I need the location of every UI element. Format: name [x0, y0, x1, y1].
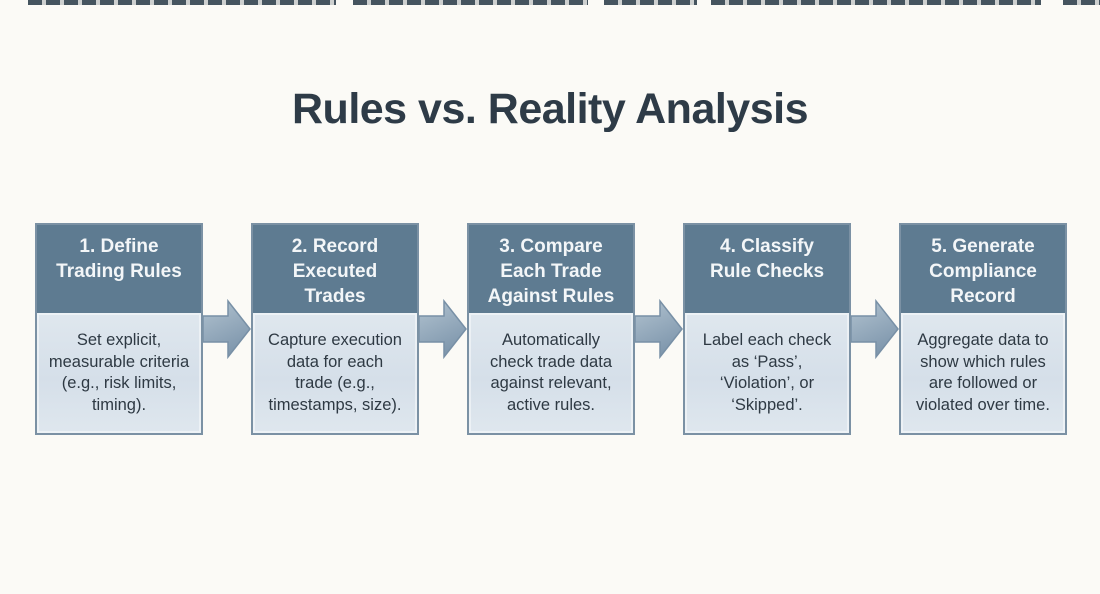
- top-bar-segment: [711, 0, 1041, 5]
- step-2-header: 2. Record Executed Trades: [253, 225, 417, 313]
- step-1-header: 1. Define Trading Rules: [37, 225, 201, 313]
- step-2-description: Capture execution data for each trade (e…: [253, 313, 417, 433]
- step-box-2: 2. Record Executed Trades Capture execut…: [251, 223, 419, 435]
- top-edge-dashed-bar: [0, 0, 1100, 6]
- step-box-1: 1. Define Trading Rules Set explicit, me…: [35, 223, 203, 435]
- process-flow-diagram: 1. Define Trading Rules Set explicit, me…: [35, 223, 1067, 435]
- right-arrow-icon: [851, 299, 899, 359]
- flow-arrow-cell: [635, 223, 683, 435]
- page-title: Rules vs. Reality Analysis: [292, 84, 809, 133]
- step-box-3: 3. Compare Each Trade Against Rules Auto…: [467, 223, 635, 435]
- right-arrow-icon: [419, 299, 467, 359]
- step-4-description: Label each check as ‘Pass’, ‘Violation’,…: [685, 313, 849, 433]
- top-bar-segment: [1063, 0, 1100, 5]
- flow-arrow-cell: [851, 223, 899, 435]
- step-1-description: Set explicit, measurable criteria (e.g.,…: [37, 313, 201, 433]
- flow-arrow-cell: [419, 223, 467, 435]
- step-5-header: 5. Generate Compliance Record: [901, 225, 1065, 313]
- step-4-header: 4. Classify Rule Checks: [685, 225, 849, 313]
- top-bar-segment: [353, 0, 588, 5]
- step-box-5: 5. Generate Compliance Record Aggregate …: [899, 223, 1067, 435]
- top-bar-segment: [28, 0, 336, 5]
- top-bar-segment: [604, 0, 697, 5]
- step-5-description: Aggregate data to show which rules are f…: [901, 313, 1065, 433]
- right-arrow-icon: [203, 299, 251, 359]
- right-arrow-icon: [635, 299, 683, 359]
- step-3-description: Automatically check trade data against r…: [469, 313, 633, 433]
- flow-arrow-cell: [203, 223, 251, 435]
- step-3-header: 3. Compare Each Trade Against Rules: [469, 225, 633, 313]
- step-box-4: 4. Classify Rule Checks Label each check…: [683, 223, 851, 435]
